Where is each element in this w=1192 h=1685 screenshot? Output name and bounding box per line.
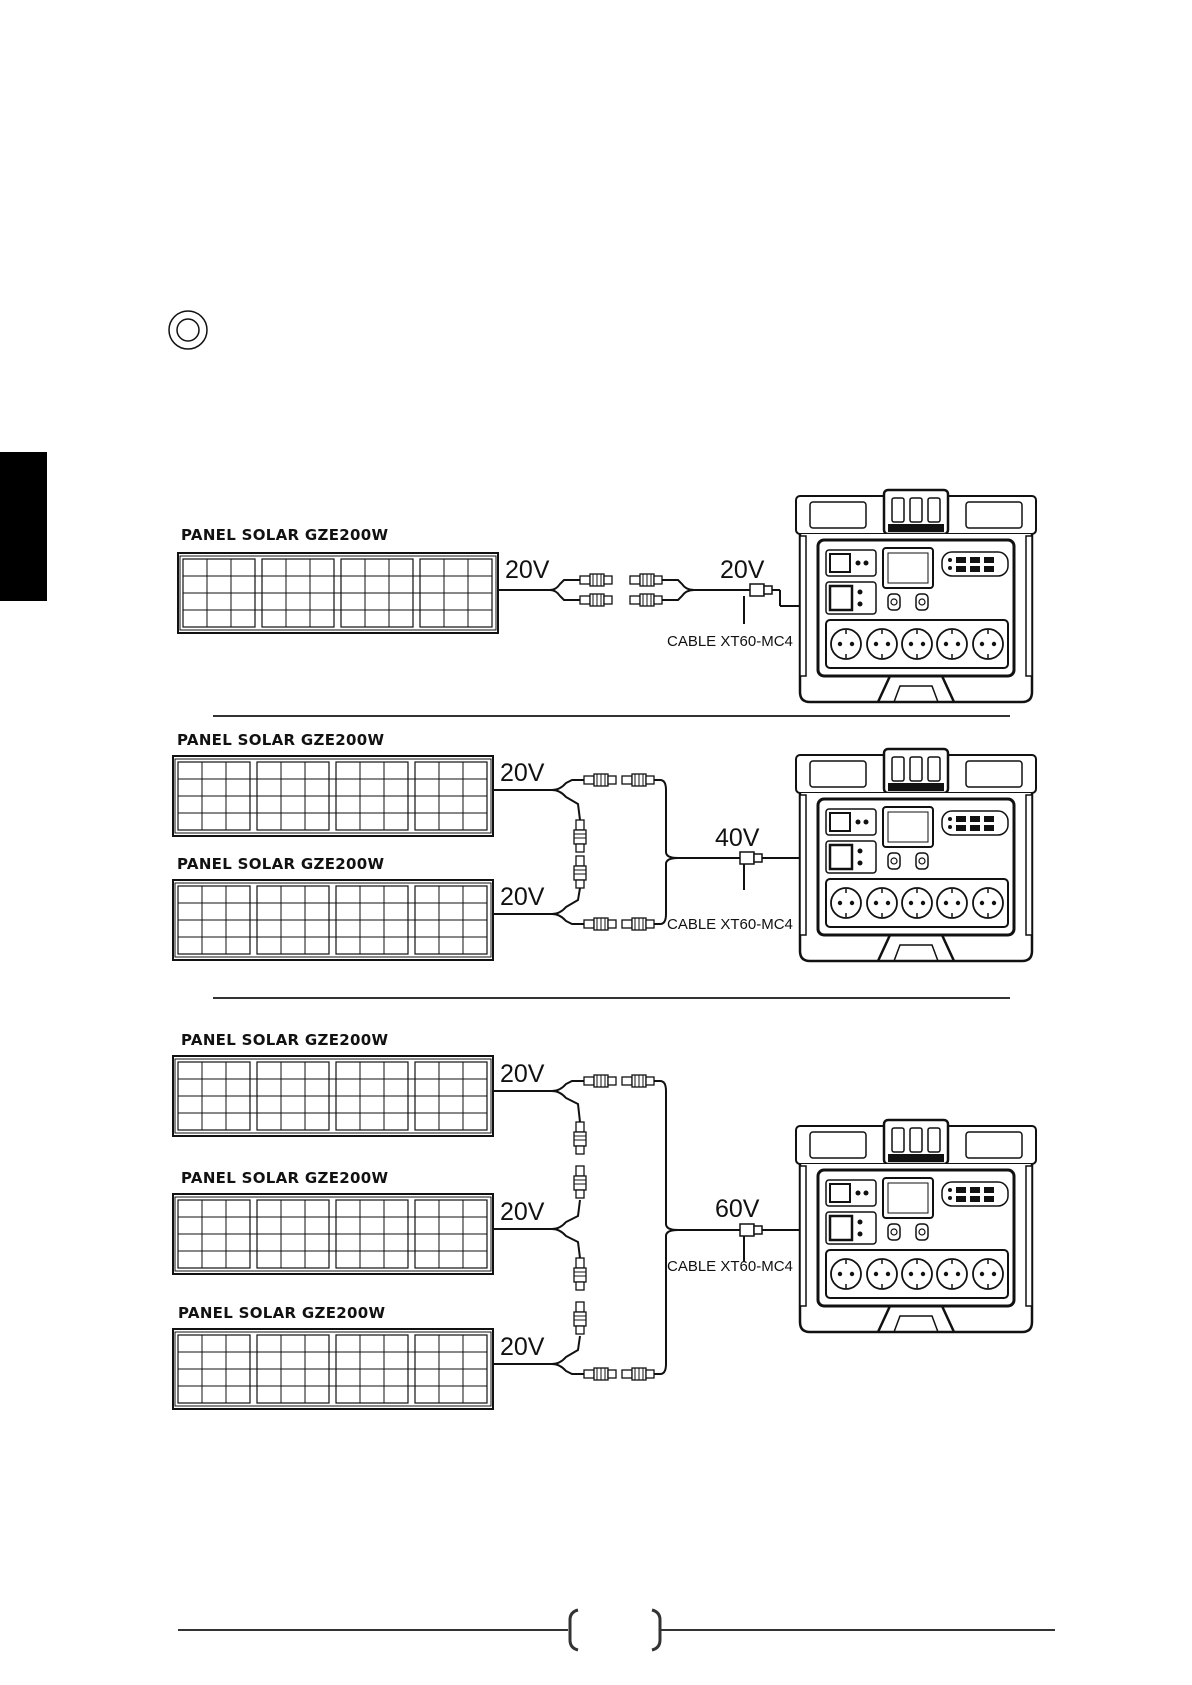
panel-voltage-label: 20V — [500, 1198, 545, 1226]
power-station — [796, 490, 1036, 702]
cable-label: CABLE XT60-MC4 — [667, 916, 793, 933]
panel-label: PANEL SOLAR GZE200W — [181, 526, 388, 544]
diagram-1-single-panel: PANEL SOLAR GZE200W 20V 20V CABLE XT60-M… — [178, 490, 1036, 702]
panel-label: PANEL SOLAR GZE200W — [177, 855, 384, 873]
cable-label: CABLE XT60-MC4 — [667, 633, 793, 650]
power-station — [796, 1120, 1036, 1332]
side-tab — [0, 452, 47, 601]
diagram-2-two-panels: PANEL SOLAR GZE200W 20V PANEL SOLAR GZE2… — [173, 731, 1036, 961]
panel-voltage-label: 20V — [500, 759, 545, 787]
panel-voltage-label: 20V — [505, 556, 550, 584]
output-voltage-label: 20V — [720, 556, 765, 584]
diagram-3-three-panels: PANEL SOLAR GZE200W 20V PANEL SOLAR GZE2… — [173, 1031, 1036, 1409]
page-footer — [178, 1610, 1055, 1650]
output-voltage-label: 40V — [715, 824, 760, 852]
power-station — [796, 749, 1036, 961]
panel-label: PANEL SOLAR GZE200W — [178, 1304, 385, 1322]
circle-marker-icon — [169, 311, 207, 349]
panel-label: PANEL SOLAR GZE200W — [181, 1031, 388, 1049]
panel-label: PANEL SOLAR GZE200W — [177, 731, 384, 749]
panel-voltage-label: 20V — [500, 1333, 545, 1361]
panel-voltage-label: 20V — [500, 883, 545, 911]
panel-voltage-label: 20V — [500, 1060, 545, 1088]
cable-label: CABLE XT60-MC4 — [667, 1258, 793, 1275]
output-voltage-label: 60V — [715, 1195, 760, 1223]
panel-label: PANEL SOLAR GZE200W — [181, 1169, 388, 1187]
